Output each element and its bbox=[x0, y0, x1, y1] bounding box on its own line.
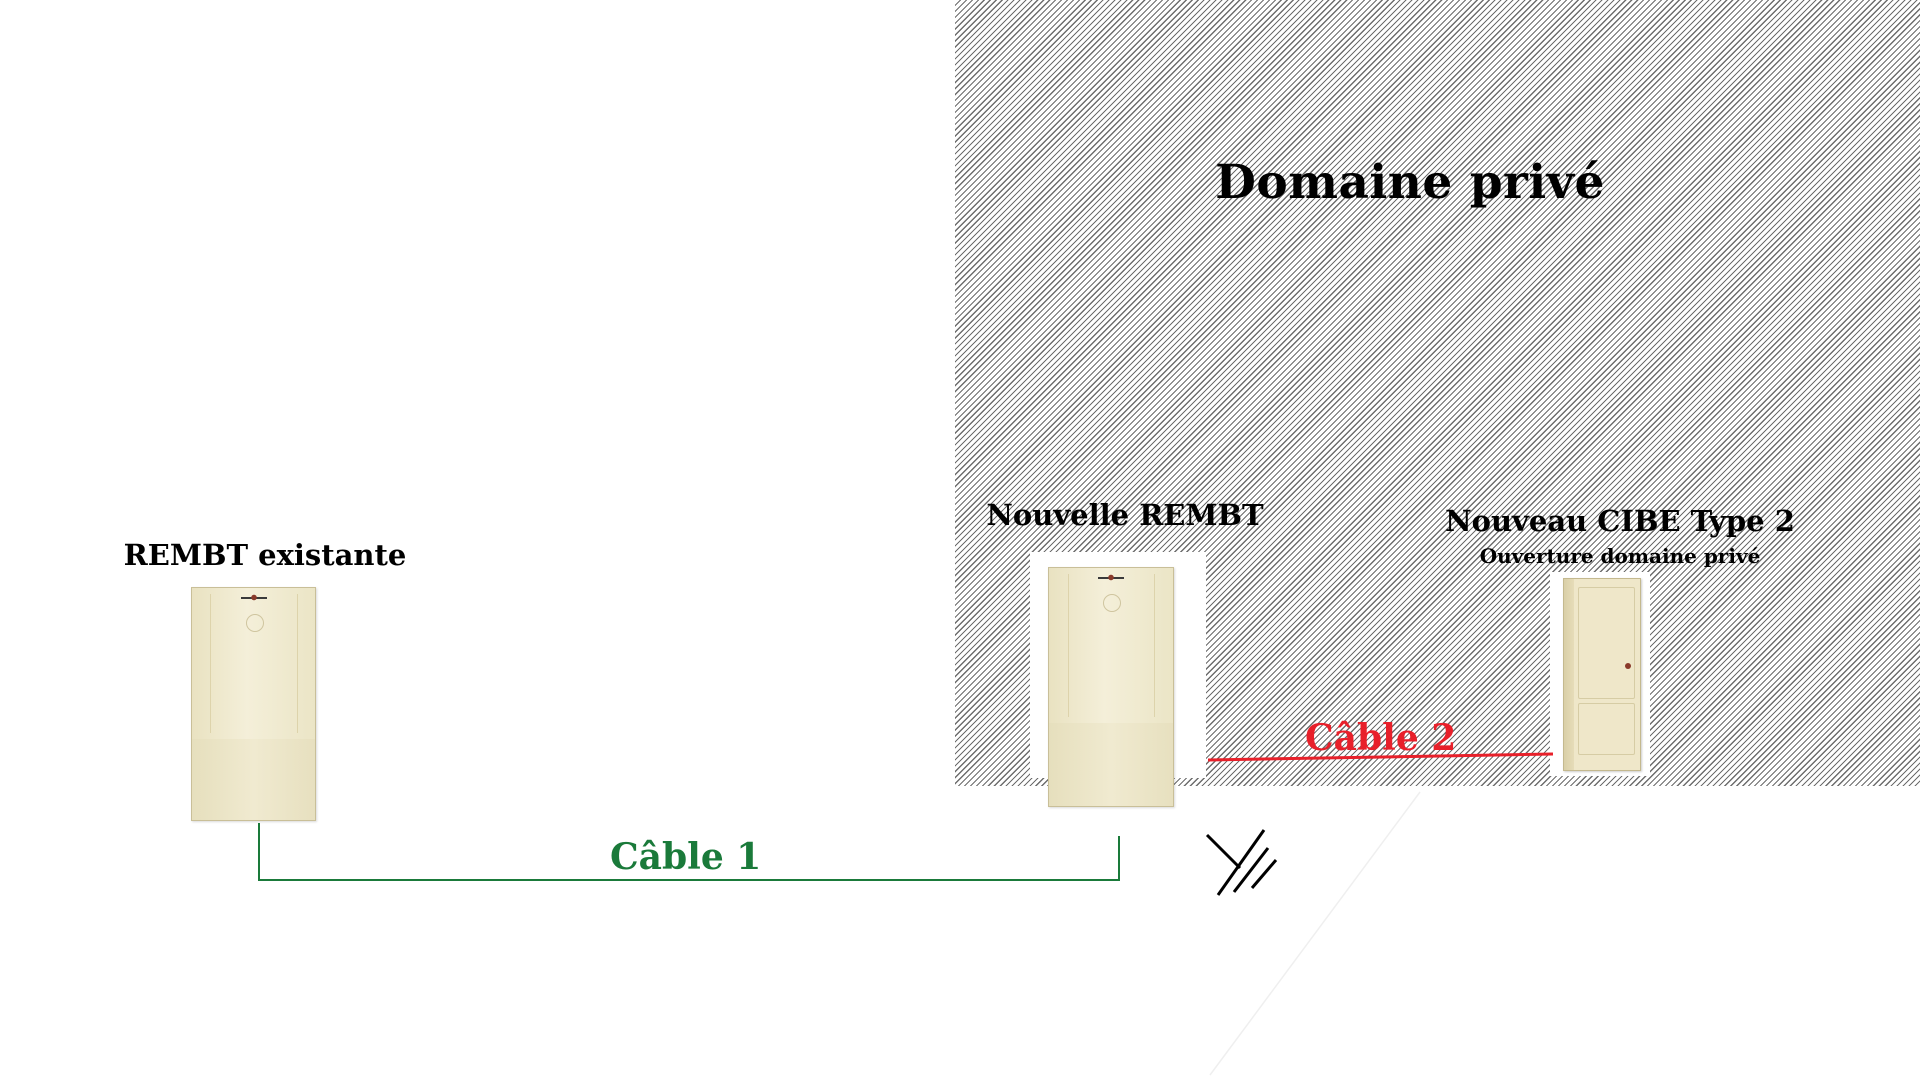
new-rembt-cabinet bbox=[1048, 567, 1174, 807]
existing-rembt-label: REMBT existante bbox=[123, 538, 407, 572]
boundary-line bbox=[1209, 791, 1421, 1076]
existing-rembt-cabinet bbox=[191, 587, 316, 821]
cibe-label: Nouveau CIBE Type 2 bbox=[1445, 504, 1795, 538]
cable-1-line bbox=[258, 823, 1120, 881]
private-domain-title: Domaine privé bbox=[1215, 155, 1605, 210]
cibe-sublabel: Ouverture domaine privé bbox=[1479, 544, 1761, 568]
new-rembt-label: Nouvelle REMBT bbox=[986, 498, 1264, 532]
cable-1-label: Câble 1 bbox=[610, 836, 762, 878]
cable-2-line bbox=[1207, 752, 1554, 762]
earth-ground-icon bbox=[1205, 829, 1278, 896]
cable-2-label: Câble 2 bbox=[1305, 717, 1457, 759]
cibe-cabinet bbox=[1563, 578, 1641, 771]
